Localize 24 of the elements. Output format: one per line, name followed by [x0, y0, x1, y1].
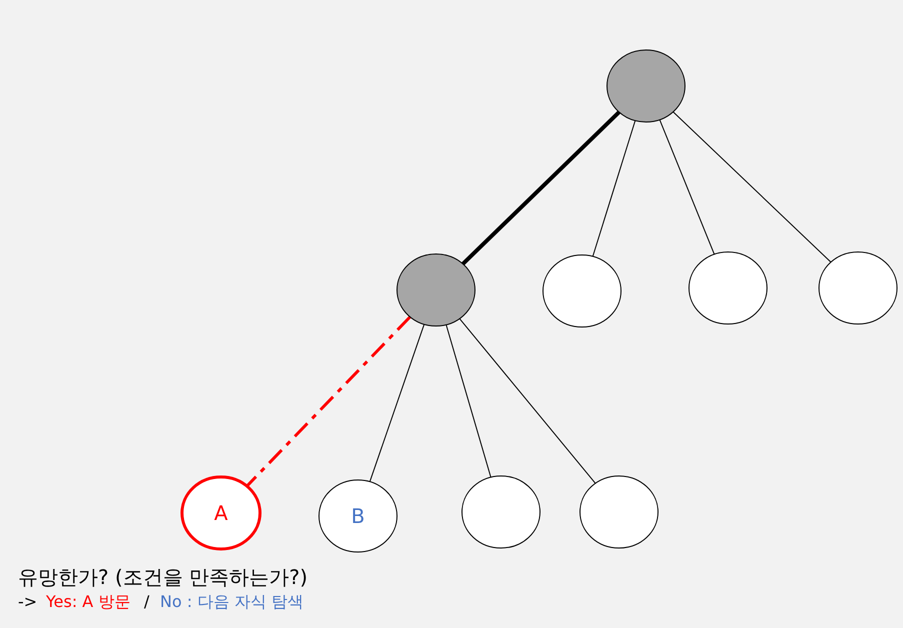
- tree-edge: [459, 318, 596, 484]
- node-label: A: [214, 501, 228, 525]
- note-text: Yes: A 방문: [46, 592, 130, 613]
- circle-node: [180, 475, 262, 551]
- note-text: 유망한가? (조건을 만족하는가?): [18, 564, 308, 591]
- tree-edge: [446, 324, 492, 478]
- note-text: No : 다음 자식 탐색: [160, 592, 304, 613]
- circle-node: [317, 478, 399, 554]
- tree-edge: [672, 111, 832, 263]
- empty-circle-node: [460, 474, 542, 550]
- note-text: /: [144, 592, 150, 611]
- note-text: ->: [18, 592, 38, 611]
- tree-edge: [369, 324, 425, 482]
- tree-edge: [592, 120, 636, 257]
- empty-circle-node: [578, 474, 660, 550]
- tree-edge: [246, 316, 412, 488]
- empty-circle-node: [541, 253, 623, 329]
- empty-circle-node: [395, 252, 477, 328]
- empty-circle-node: [605, 48, 687, 124]
- empty-circle-node: [687, 250, 769, 326]
- node-label: B: [351, 504, 365, 528]
- tree-edge: [659, 119, 715, 255]
- tree-edge: [461, 110, 621, 266]
- empty-circle-node: [817, 250, 899, 326]
